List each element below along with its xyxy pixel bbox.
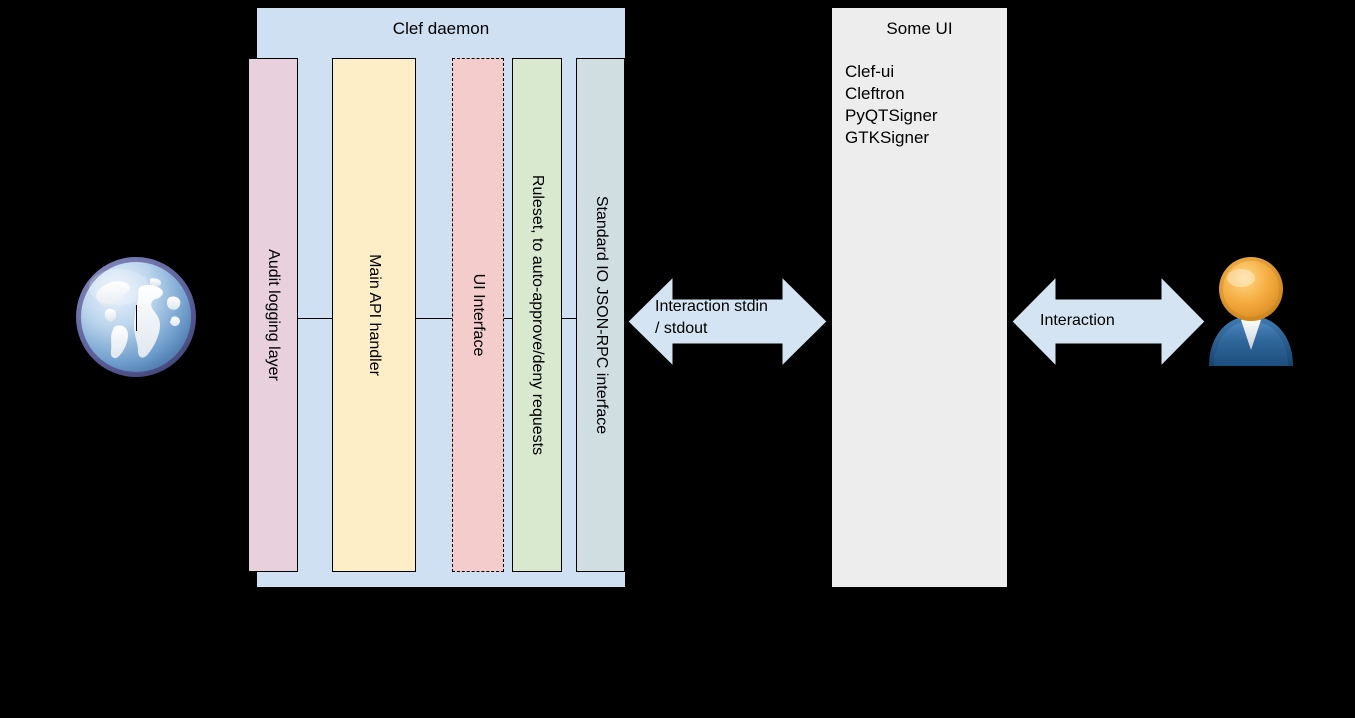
some-ui-title: Some UI [886,19,953,38]
user-icon [1199,254,1303,366]
interaction-arrow-label: Interaction [1040,312,1115,329]
stdin-stdout-arrow: Interaction stdin / stdout [628,277,827,366]
list-item: PyQTSigner [845,106,938,125]
globe-tick-mark [136,305,137,331]
connector-uiinterface-to-ruleset [504,318,512,319]
connector-api-to-uiinterface [416,318,452,319]
globe-icon [72,253,200,381]
some-ui-list: Clef-ui Cleftron PyQTSigner GTKSigner [845,61,938,149]
audit-logging-layer-box: Audit logging layer [248,58,298,572]
ui-interface-box: UI Interface [452,58,504,572]
list-item: Cleftron [845,84,905,103]
clef-daemon-container [257,8,625,587]
connector-ruleset-to-jsonrpc [562,318,576,319]
main-api-handler-label: Main API handler [366,254,383,376]
stdin-stdout-arrow-label: Interaction stdin / stdout [655,298,768,337]
ruleset-label: Ruleset, to auto-approve/deny requests [529,174,546,456]
main-api-handler-box: Main API handler [332,58,416,572]
ui-interface-label: UI Interface [470,273,487,357]
interaction-arrow: Interaction [1012,277,1205,366]
ruleset-box: Ruleset, to auto-approve/deny requests [512,58,562,572]
list-item: GTKSigner [845,128,930,147]
some-ui-panel: Some UI Clef-ui Cleftron PyQTSigner GTKS… [832,8,1007,587]
connector-audit-to-api [298,318,332,319]
standard-io-jsonrpc-interface-label: Standard IO JSON-RPC interface [592,195,610,435]
standard-io-jsonrpc-interface-box: Standard IO JSON-RPC interface [576,58,625,572]
list-item: Clef-ui [845,62,895,81]
clef-daemon-title: Clef daemon [392,19,490,38]
audit-logging-layer-label: Audit logging layer [265,249,282,381]
